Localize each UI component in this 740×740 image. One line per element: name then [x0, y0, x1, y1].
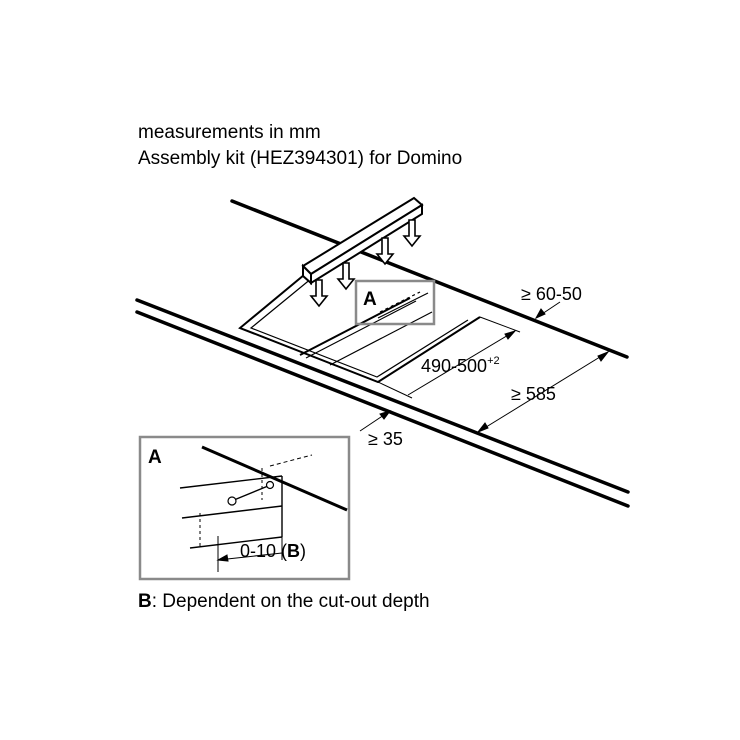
range-close: )	[300, 541, 306, 561]
down-arrow-icon	[309, 279, 329, 308]
extension-line	[377, 381, 413, 399]
detail-inset-drawing	[179, 445, 348, 572]
inset-worktop-edge	[201, 445, 348, 512]
depth-label: ≥ 585	[511, 384, 556, 404]
footnote: B: Dependent on the cut-out depth	[138, 591, 430, 613]
range-value: 0-10 (	[240, 541, 287, 561]
inset-centerline	[269, 454, 313, 467]
dimension-line	[217, 552, 283, 561]
worktop-front-bottom-edge	[135, 310, 630, 508]
arrowhead-icon	[504, 330, 517, 340]
callout-bracket	[377, 291, 429, 319]
down-arrow-icon	[375, 237, 395, 266]
cutout-width-value: 490-500	[421, 356, 487, 376]
range-ref: B	[287, 541, 300, 561]
assembly-kit-bar	[301, 196, 424, 286]
worktop-back-edge	[230, 199, 629, 359]
extension-line	[479, 316, 521, 333]
inset-bar-top	[179, 475, 283, 489]
arrowhead-icon	[597, 350, 610, 362]
range-label: 0-10 (B)	[240, 541, 306, 561]
inset-bar-lower	[189, 536, 283, 549]
cutout-width-label: 490-500+2	[421, 355, 500, 376]
back-distance-label: ≥ 60-50	[521, 284, 582, 304]
inset-bar-bottom	[181, 505, 283, 519]
dimension-line	[407, 330, 516, 396]
down-arrow-icon	[336, 262, 356, 291]
support-rail-shade	[329, 311, 433, 366]
front-distance-dimension	[359, 410, 392, 432]
arrowhead-icon	[379, 410, 392, 420]
arrowhead-icon	[534, 308, 546, 320]
measurement-units-note: measurements in mm	[138, 122, 321, 143]
bar-side	[310, 203, 423, 285]
range-dimension	[216, 552, 283, 562]
dimension-line	[477, 351, 609, 433]
footnote-text: : Dependent on the cut-out depth	[151, 591, 430, 612]
back-distance-dimension	[534, 301, 561, 320]
detail-inset-letter: A	[148, 447, 162, 468]
arrowhead-icon	[216, 554, 229, 562]
worktop-front-edge	[135, 298, 630, 494]
arrowhead-icon	[476, 422, 489, 434]
support-rail-front-lower	[305, 300, 417, 359]
cutout-inner-edge	[249, 277, 469, 378]
cutout-width-tolerance: +2	[487, 355, 500, 367]
depth-dimension	[476, 350, 610, 434]
worktop	[135, 199, 630, 508]
footnote-ref: B	[138, 591, 152, 612]
detail-callout-letter: A	[363, 289, 377, 310]
assembly-kit-title: Assembly kit (HEZ394301) for Domino	[138, 148, 463, 169]
cutout-outline	[238, 269, 481, 384]
screw-icon	[227, 480, 275, 506]
front-distance-label: ≥ 35	[368, 429, 403, 449]
mounting-arrows	[309, 219, 422, 308]
cutout-width-dimension	[377, 316, 521, 399]
support-rail-front	[299, 297, 411, 356]
detail-inset-frame	[138, 435, 351, 581]
down-arrow-icon	[402, 219, 422, 248]
cutout	[238, 269, 481, 384]
detail-callout-frame	[354, 279, 436, 326]
